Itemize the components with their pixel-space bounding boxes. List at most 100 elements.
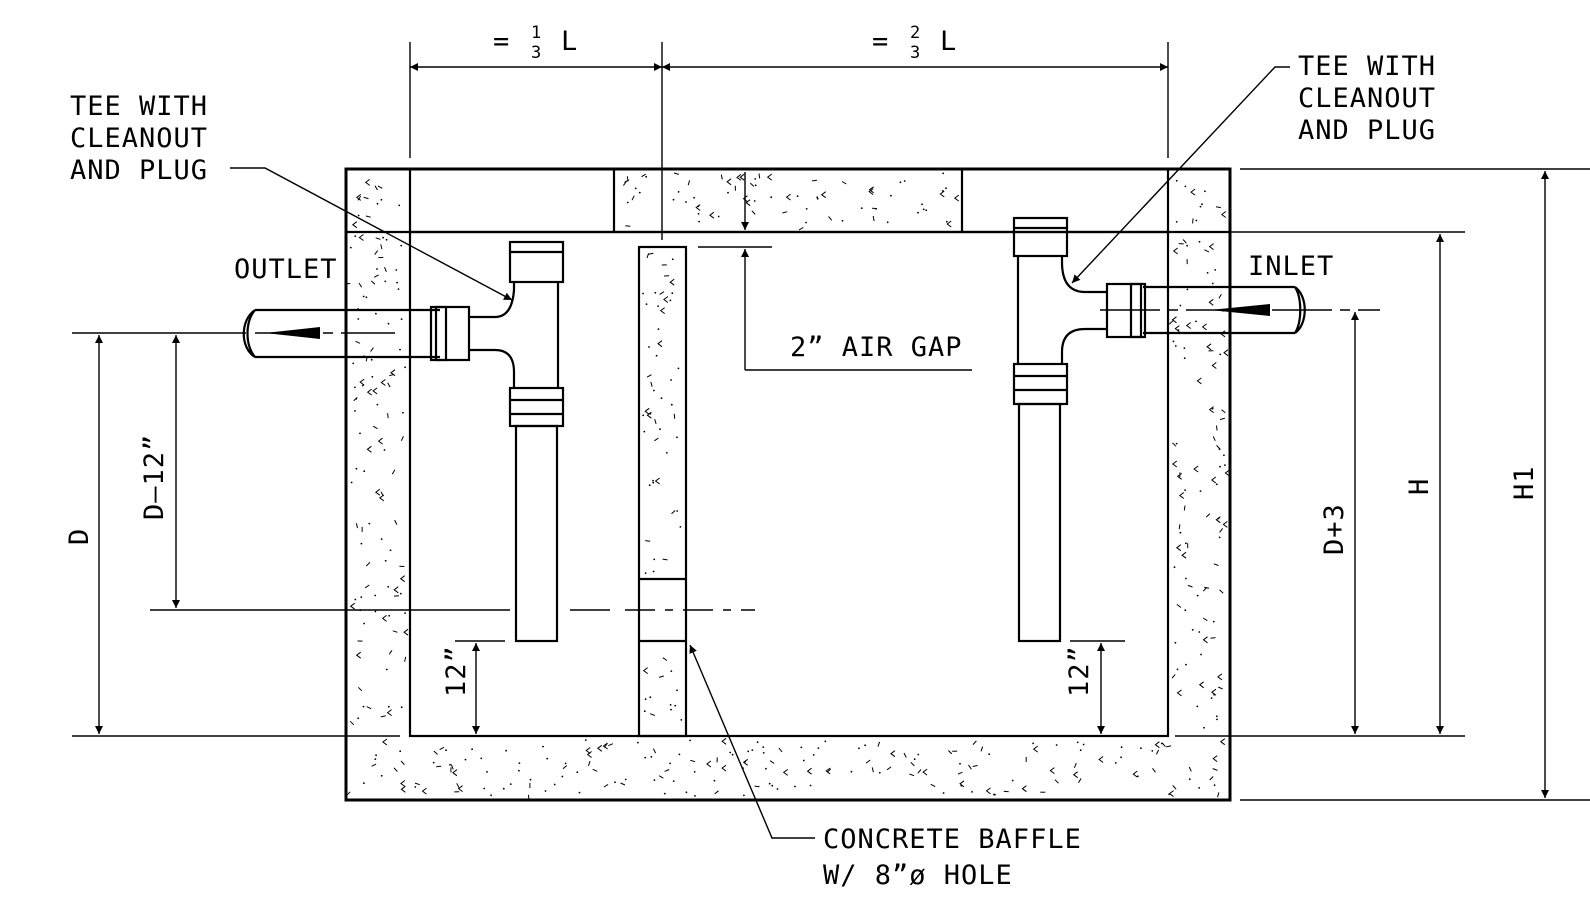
concrete-speck [1179, 531, 1182, 534]
concrete-speck [1172, 442, 1177, 447]
concrete-speck [1120, 756, 1122, 759]
svg-text:3: 3 [531, 43, 541, 63]
concrete-speck [877, 741, 881, 747]
concrete-speck [561, 775, 564, 778]
concrete-speck [1215, 483, 1218, 486]
concrete-speck [645, 175, 648, 178]
concrete-speck [910, 761, 915, 767]
concrete-speck [745, 199, 751, 207]
concrete-speck [364, 584, 370, 589]
concrete-speck [654, 291, 657, 294]
concrete-speck [796, 195, 799, 198]
concrete-speck [648, 252, 654, 255]
concrete-speck [1198, 240, 1201, 243]
concrete-speck [841, 219, 844, 222]
concrete-speck [359, 378, 365, 386]
concrete-speck [957, 771, 963, 775]
concrete-speck [1184, 609, 1187, 612]
concrete-speck [988, 753, 991, 756]
concrete-speck [377, 185, 383, 189]
concrete-speck [1175, 442, 1178, 445]
concrete-speck [778, 747, 783, 753]
concrete-speck [828, 216, 833, 221]
concrete-speck [370, 358, 373, 361]
concrete-speck [650, 755, 653, 758]
concrete-speck [1199, 205, 1202, 208]
concrete-speck [751, 749, 754, 751]
dim-twelve-left: 12” [441, 645, 472, 697]
flow-lines [150, 304, 1380, 611]
concrete-speck [380, 774, 383, 777]
concrete-speck [371, 375, 374, 378]
concrete-speck [658, 775, 664, 779]
concrete-speck [365, 296, 368, 299]
concrete-speck [1205, 513, 1211, 518]
concrete-speck [662, 657, 668, 661]
concrete-speck [930, 783, 936, 788]
concrete-speck [709, 211, 715, 219]
concrete-speck [1203, 726, 1205, 729]
concrete-speck [433, 750, 438, 755]
concrete-speck [471, 748, 473, 751]
concrete-speck [1188, 766, 1192, 772]
concrete-speck [353, 397, 358, 402]
concrete-speck [653, 779, 656, 781]
concrete-speck [366, 388, 373, 396]
concrete-speck [959, 780, 965, 788]
concrete-speck [578, 791, 581, 794]
concrete-speck [770, 196, 773, 199]
concrete-speck [1195, 219, 1198, 222]
concrete-speck [652, 481, 655, 484]
concrete-speck [993, 793, 995, 796]
dim-d: D [64, 528, 95, 545]
concrete-speck [671, 258, 674, 261]
concrete-speck [1186, 288, 1189, 291]
concrete-speck [794, 785, 796, 788]
concrete-speck [385, 668, 388, 671]
concrete-speck [1214, 269, 1217, 271]
concrete-speck [776, 788, 779, 790]
concrete-speck [742, 195, 748, 203]
concrete-speck [1187, 584, 1193, 588]
concrete-speck [1209, 776, 1214, 781]
concrete-speck [677, 191, 680, 193]
concrete-speck [391, 469, 396, 475]
concrete-speck [678, 753, 681, 756]
concrete-speck [399, 592, 402, 595]
concrete-speck [381, 615, 387, 622]
concrete-speck [1171, 316, 1177, 324]
concrete-speck [1212, 436, 1216, 442]
concrete-speck [1188, 778, 1191, 781]
concrete-speck [1168, 793, 1171, 796]
concrete-speck [1184, 185, 1187, 188]
concrete-speck [652, 479, 654, 482]
concrete-speck [363, 622, 365, 625]
concrete-speck [624, 778, 627, 781]
concrete-speck [721, 737, 727, 745]
concrete-speck [450, 764, 454, 770]
concrete-speck [782, 211, 788, 214]
dimension-lines [72, 42, 1590, 801]
concrete-speck [397, 288, 400, 290]
concrete-speck [645, 540, 651, 542]
concrete-speck [626, 201, 629, 204]
concrete-speck [653, 389, 655, 392]
concrete-speck [679, 526, 682, 528]
concrete-speck [663, 296, 669, 303]
concrete-speck [657, 340, 663, 348]
concrete-speck [1211, 362, 1217, 369]
concrete-speck [812, 754, 815, 756]
concrete-speck [1213, 784, 1216, 786]
concrete-baffle [637, 245, 688, 738]
concrete-speck [366, 445, 372, 453]
concrete-speck [644, 407, 650, 415]
concrete-speck [657, 328, 660, 330]
concrete-speck [669, 278, 675, 286]
concrete-speck [1152, 767, 1156, 773]
concrete-speck [387, 322, 390, 325]
concrete-speck [403, 628, 409, 636]
concrete-speck [925, 209, 928, 212]
concrete-speck [380, 244, 383, 250]
concrete-speck [670, 670, 673, 672]
concrete-speck [689, 739, 691, 742]
